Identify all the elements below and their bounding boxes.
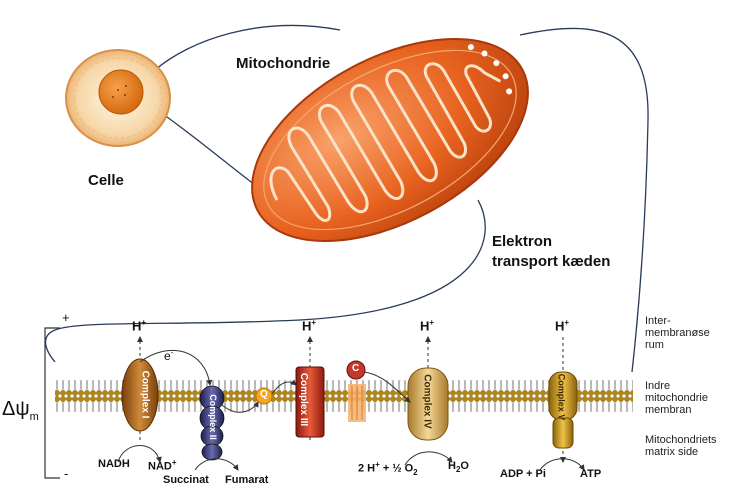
membrane-potential-symbol: Δψm [2, 398, 39, 423]
zoom-line-right [520, 28, 648, 372]
potential-minus: - [64, 466, 68, 481]
cell-label: Celle [88, 172, 124, 189]
etc-label-line1: Elektron [492, 233, 552, 250]
oxygen-reactant-label: 2 H+ + ½ O2 [358, 460, 418, 477]
complex-2-label: Complex II [208, 394, 218, 440]
potential-plus: + [62, 310, 70, 325]
cell-illustration [66, 50, 170, 146]
etc-label-line2: transport kæden [492, 253, 610, 270]
proton-label-5: H+ [555, 318, 569, 333]
fumarat-label: Fumarat [225, 474, 268, 486]
water-label: H2O [448, 460, 469, 474]
adp-label: ADP + Pi [500, 468, 546, 480]
electron-label: e- [164, 348, 173, 363]
proton-label-4: H+ [420, 318, 434, 333]
nadh-label: NADH [98, 458, 130, 470]
complex-4-label: Complex IV [422, 374, 433, 428]
complex-1-label: Complex I [139, 371, 150, 419]
complex-3-label: Complex III [298, 373, 309, 426]
atp-label: ATP [580, 468, 601, 480]
complex-5-label: Complex V [556, 374, 566, 421]
q-label: Q [260, 389, 268, 400]
proton-label-3: H+ [302, 318, 316, 333]
proton-label-1: H+ [132, 318, 146, 333]
zoom-line-center [46, 200, 486, 362]
mitochondrion-label: Mitochondrie [236, 55, 330, 72]
succinat-label: Succinat [163, 474, 209, 486]
nad-label: NAD+ [148, 458, 177, 473]
c-label: C [352, 363, 359, 374]
